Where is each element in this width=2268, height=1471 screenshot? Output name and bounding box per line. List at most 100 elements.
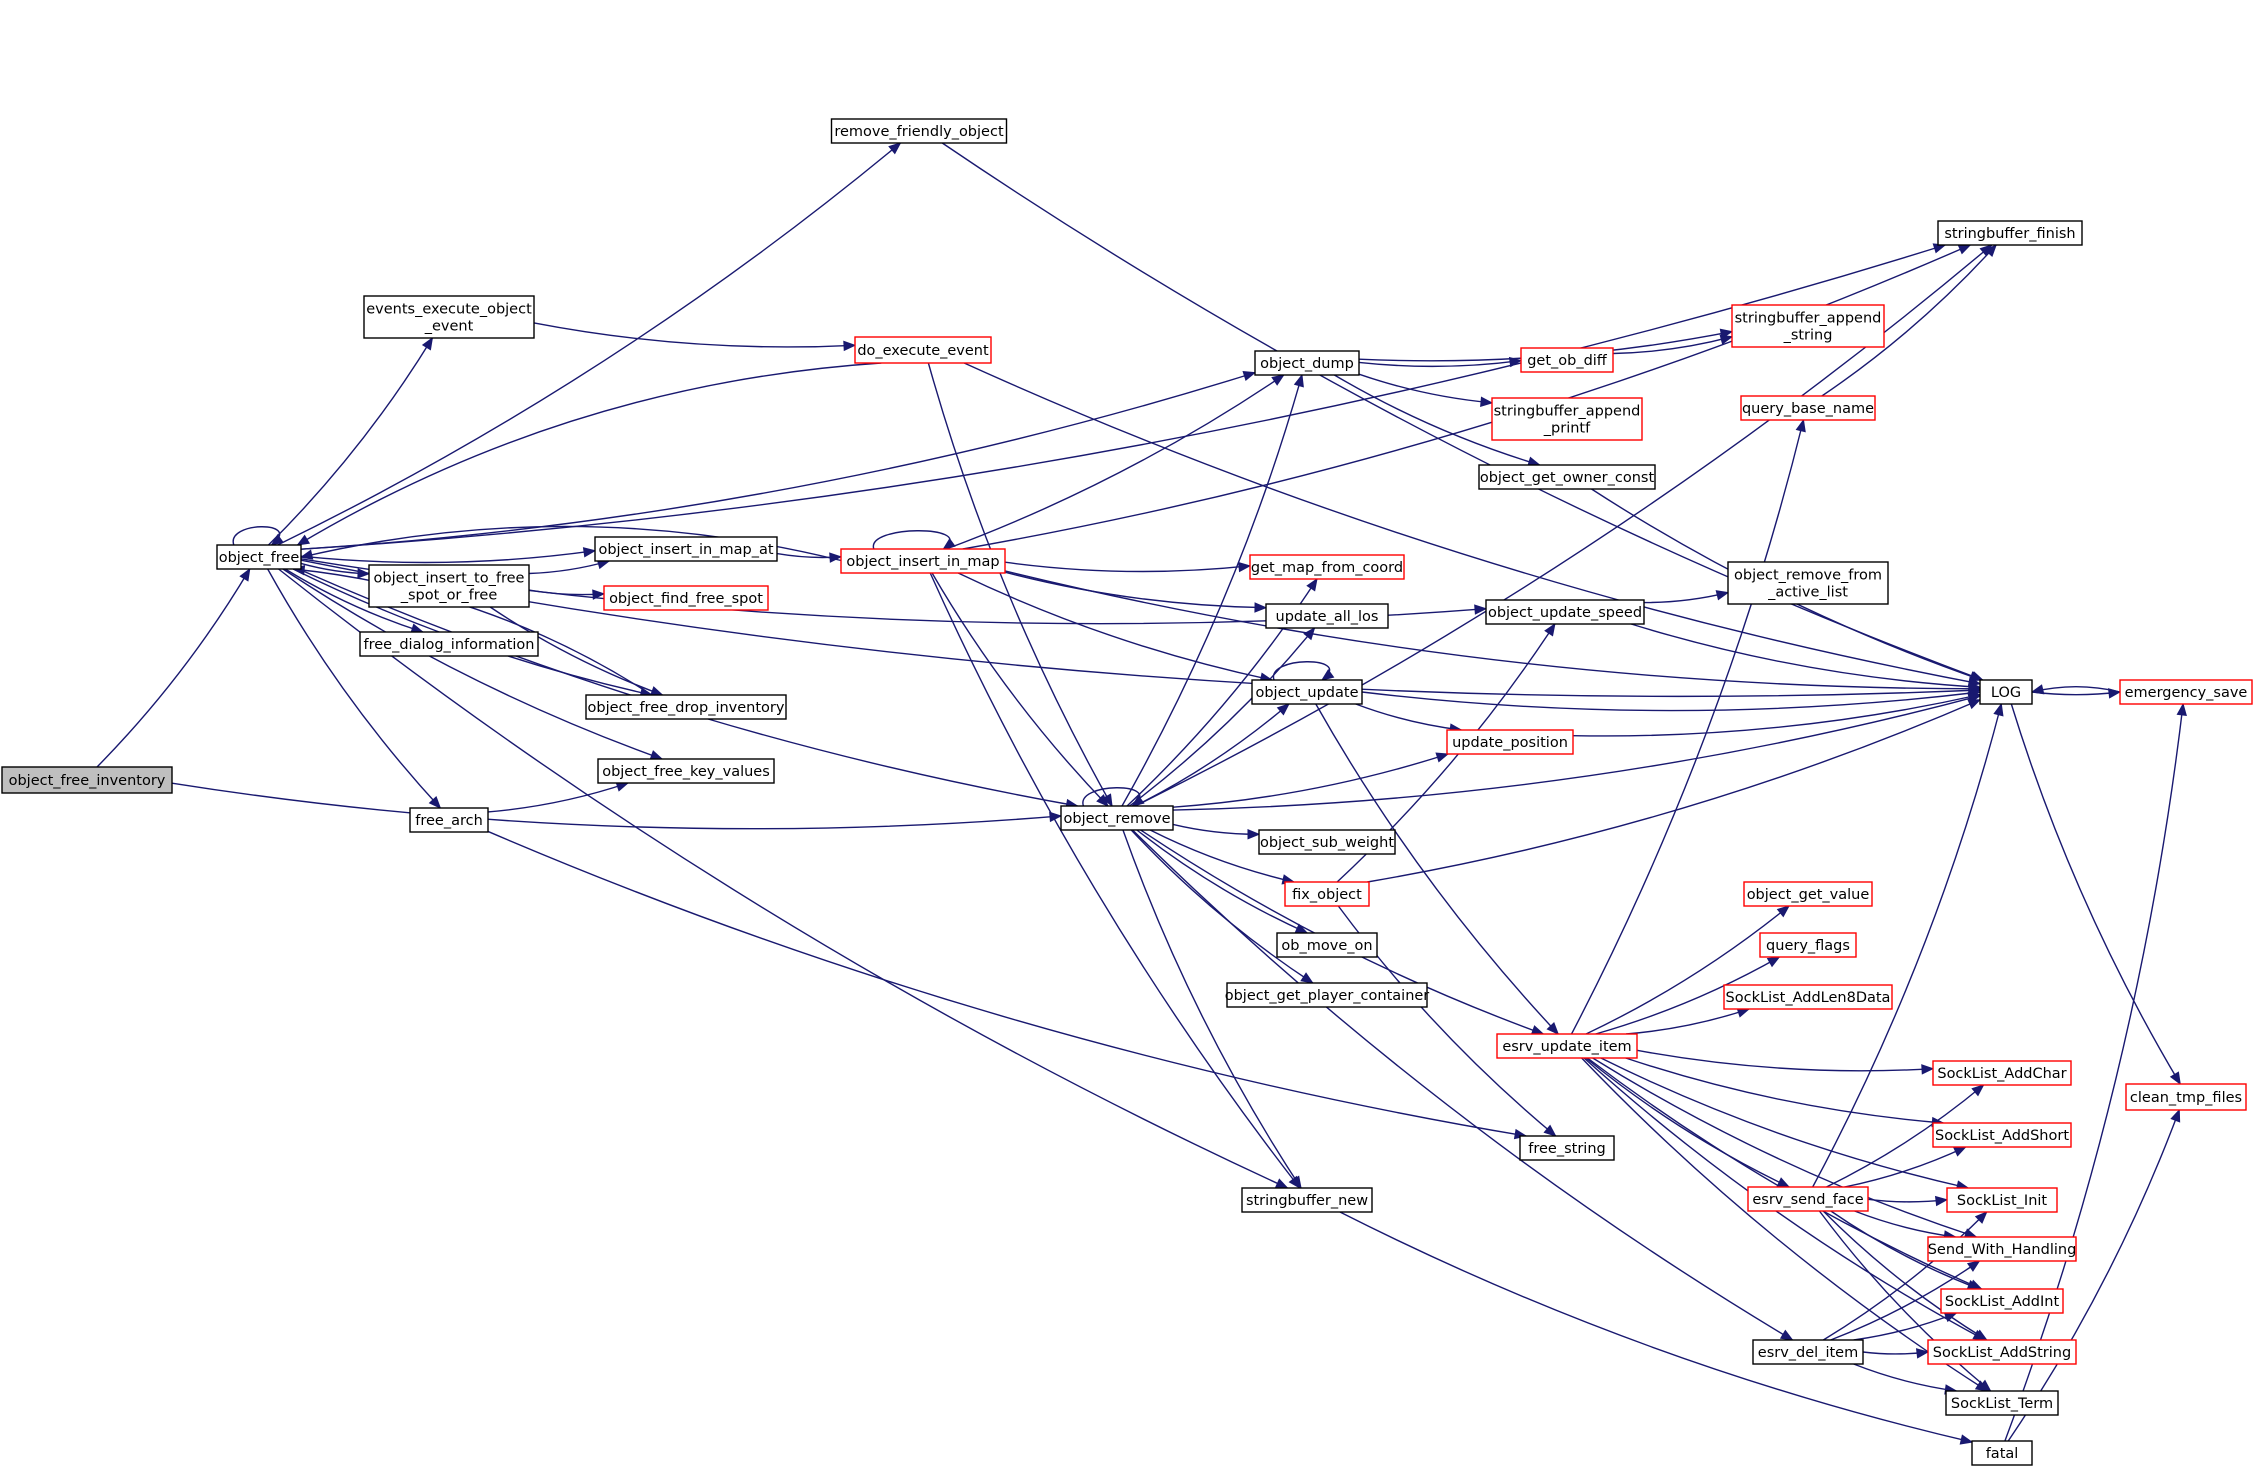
node-SockList_AddLen8Data[interactable]: SockList_AddLen8Data: [1723, 984, 1893, 1010]
node-LOG[interactable]: LOG: [1979, 679, 2033, 705]
node-box[interactable]: [1491, 397, 1643, 441]
node-box[interactable]: [1752, 1339, 1864, 1365]
node-box[interactable]: [1485, 599, 1645, 625]
node-box[interactable]: [359, 631, 539, 657]
node-get_map_from_coord[interactable]: get_map_from_coord: [1249, 554, 1405, 580]
node-box[interactable]: [603, 585, 769, 611]
node-SockList_AddInt[interactable]: SockList_AddInt: [1940, 1288, 2064, 1314]
node-object_update[interactable]: object_update: [1251, 679, 1363, 705]
node-stringbuffer_new[interactable]: stringbuffer_new: [1241, 1187, 1373, 1213]
node-box[interactable]: [1254, 350, 1360, 376]
node-box[interactable]: [840, 548, 1006, 574]
node-SockList_Init[interactable]: SockList_Init: [1946, 1187, 2058, 1213]
node-box[interactable]: [1265, 603, 1389, 629]
node-stringbuffer_append_string[interactable]: stringbuffer_append_string: [1731, 304, 1885, 348]
node-clean_tmp_files[interactable]: clean_tmp_files: [2125, 1083, 2247, 1111]
node-box[interactable]: [1940, 1288, 2064, 1314]
node-box[interactable]: [1740, 395, 1876, 421]
node-box[interactable]: [1241, 1187, 1373, 1213]
node-object_remove[interactable]: object_remove: [1060, 805, 1174, 831]
node-SockList_AddShort[interactable]: SockList_AddShort: [1932, 1122, 2072, 1148]
node-do_execute_event[interactable]: do_execute_event: [854, 336, 992, 364]
node-box[interactable]: [409, 807, 489, 833]
node-box[interactable]: [1971, 1440, 2033, 1466]
node-esrv_update_item[interactable]: esrv_update_item: [1496, 1033, 1638, 1059]
node-stringbuffer_append_printf[interactable]: stringbuffer_append_printf: [1491, 397, 1643, 441]
node-box[interactable]: [585, 694, 787, 720]
node-object_insert_in_map_at[interactable]: object_insert_in_map_at: [594, 536, 778, 562]
node-SockList_AddString[interactable]: SockList_AddString: [1927, 1339, 2077, 1365]
node-object_insert_to_free_spot_or_free[interactable]: object_insert_to_free_spot_or_free: [368, 564, 530, 608]
node-object_find_free_spot[interactable]: object_find_free_spot: [603, 585, 769, 611]
node-get_ob_diff[interactable]: get_ob_diff: [1520, 347, 1614, 373]
node-object_free_inventory[interactable]: object_free_inventory: [1, 766, 173, 794]
node-object_get_owner_const[interactable]: object_get_owner_const: [1478, 464, 1656, 490]
node-box[interactable]: [1927, 1236, 2077, 1262]
node-esrv_del_item[interactable]: esrv_del_item: [1752, 1339, 1864, 1365]
node-box[interactable]: [594, 536, 778, 562]
node-SockList_AddChar[interactable]: SockList_AddChar: [1932, 1060, 2072, 1086]
node-object_free[interactable]: object_free: [216, 544, 302, 570]
node-free_arch[interactable]: free_arch: [409, 807, 489, 833]
node-box[interactable]: [1946, 1187, 2058, 1213]
node-box[interactable]: [2119, 679, 2253, 705]
node-box[interactable]: [1519, 1135, 1615, 1161]
node-box[interactable]: [1932, 1122, 2072, 1148]
node-box[interactable]: [1060, 805, 1174, 831]
node-events_execute_object_event[interactable]: events_execute_object_event: [363, 295, 535, 339]
node-Send_With_Handling[interactable]: Send_With_Handling: [1927, 1236, 2077, 1262]
node-box[interactable]: [1937, 220, 2083, 246]
node-free_string[interactable]: free_string: [1519, 1135, 1615, 1161]
node-box[interactable]: [1723, 984, 1893, 1010]
node-object_free_key_values[interactable]: object_free_key_values: [597, 758, 775, 784]
node-box[interactable]: [1249, 554, 1405, 580]
node-box[interactable]: [1478, 464, 1656, 490]
node-query_flags[interactable]: query_flags: [1759, 932, 1857, 958]
node-box[interactable]: [368, 564, 530, 608]
node-box[interactable]: [1226, 982, 1428, 1008]
node-box[interactable]: [1, 766, 173, 794]
node-SockList_Term[interactable]: SockList_Term: [1945, 1390, 2059, 1416]
node-esrv_send_face[interactable]: esrv_send_face: [1747, 1186, 1869, 1212]
node-box[interactable]: [1520, 347, 1614, 373]
node-ob_move_on[interactable]: ob_move_on: [1276, 932, 1378, 958]
node-box[interactable]: [216, 544, 302, 570]
node-box[interactable]: [854, 336, 992, 364]
node-remove_friendly_object[interactable]: remove_friendly_object: [830, 118, 1008, 144]
node-box[interactable]: [1945, 1390, 2059, 1416]
node-box[interactable]: [1251, 679, 1363, 705]
node-emergency_save[interactable]: emergency_save: [2119, 679, 2253, 705]
node-box[interactable]: [1276, 932, 1378, 958]
node-box[interactable]: [1731, 304, 1885, 348]
node-box[interactable]: [1496, 1033, 1638, 1059]
node-box[interactable]: [2125, 1083, 2247, 1111]
node-object_dump[interactable]: object_dump: [1254, 350, 1360, 376]
node-fatal[interactable]: fatal: [1971, 1440, 2033, 1466]
node-box[interactable]: [1759, 932, 1857, 958]
node-box[interactable]: [1979, 679, 2033, 705]
node-query_base_name[interactable]: query_base_name: [1740, 395, 1876, 421]
node-fix_object[interactable]: fix_object: [1284, 881, 1370, 907]
node-box[interactable]: [1727, 561, 1889, 605]
node-box[interactable]: [1747, 1186, 1869, 1212]
node-free_dialog_information[interactable]: free_dialog_information: [359, 631, 539, 657]
node-object_update_speed[interactable]: object_update_speed: [1485, 599, 1645, 625]
node-box[interactable]: [830, 118, 1008, 144]
node-object_get_value[interactable]: object_get_value: [1743, 881, 1873, 907]
node-object_get_player_container[interactable]: object_get_player_container: [1225, 982, 1430, 1008]
node-box[interactable]: [1284, 881, 1370, 907]
node-box[interactable]: [1258, 829, 1396, 855]
node-stringbuffer_finish[interactable]: stringbuffer_finish: [1937, 220, 2083, 246]
node-object_free_drop_inventory[interactable]: object_free_drop_inventory: [585, 694, 787, 720]
node-object_insert_in_map[interactable]: object_insert_in_map: [840, 548, 1006, 574]
node-box[interactable]: [1743, 881, 1873, 907]
node-box[interactable]: [597, 758, 775, 784]
node-box[interactable]: [363, 295, 535, 339]
node-box[interactable]: [1927, 1339, 2077, 1365]
node-object_remove_from_active_list[interactable]: object_remove_from_active_list: [1727, 561, 1889, 605]
node-update_all_los[interactable]: update_all_los: [1265, 603, 1389, 629]
node-box[interactable]: [1446, 729, 1574, 755]
node-object_sub_weight[interactable]: object_sub_weight: [1258, 829, 1396, 855]
node-update_position[interactable]: update_position: [1446, 729, 1574, 755]
node-box[interactable]: [1932, 1060, 2072, 1086]
